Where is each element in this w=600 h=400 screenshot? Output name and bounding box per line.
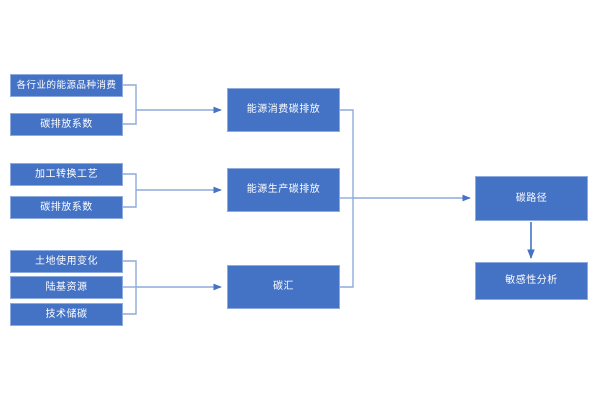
- node-energy-consumption-carbon-emission[interactable]: 能源消费碳排放: [227, 88, 340, 132]
- node-sensitivity-analysis[interactable]: 敏感性分析: [475, 262, 588, 300]
- node-processing-conversion-technology[interactable]: 加工转换工艺: [10, 163, 123, 186]
- node-carbon-sink[interactable]: 碳汇: [227, 265, 340, 309]
- connector-merge-to-carbon-path: [340, 109, 471, 288]
- node-carbon-emission-factor-2[interactable]: 碳排放系数: [10, 196, 123, 219]
- node-land-use-change[interactable]: 土地使用变化: [10, 250, 123, 273]
- node-carbon-emission-factor-1[interactable]: 碳排放系数: [10, 113, 123, 136]
- connector-group2-bracket: [123, 173, 222, 208]
- node-carbon-path[interactable]: 碳路径: [475, 176, 588, 221]
- connector-group1-bracket: [123, 84, 222, 125]
- node-energy-production-carbon-emission[interactable]: 能源生产碳排放: [227, 168, 340, 212]
- node-land-based-resources[interactable]: 陆基资源: [10, 276, 123, 299]
- node-industry-energy-consumption[interactable]: 各行业的能源品种消费: [10, 74, 123, 97]
- node-technological-carbon-storage[interactable]: 技术储碳: [10, 303, 123, 326]
- connector-group3-bracket: [123, 260, 222, 315]
